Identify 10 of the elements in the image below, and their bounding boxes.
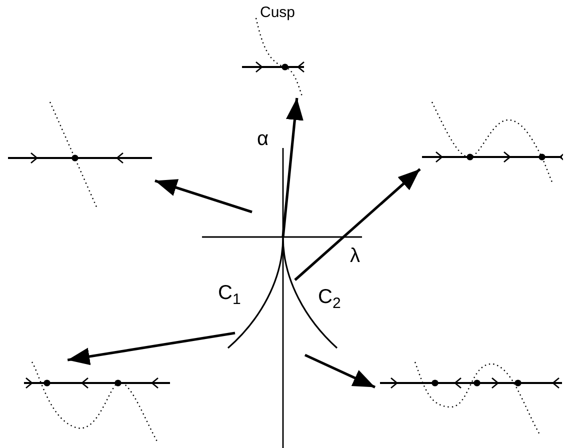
arrow: [154, 179, 252, 214]
axis-label: α: [257, 128, 269, 150]
arrow: [67, 332, 236, 366]
arrow: [282, 98, 304, 238]
axis-label: λ: [350, 245, 360, 267]
arrow: [304, 354, 376, 388]
arrow: [294, 168, 421, 281]
curve-label: C$_{1}$: [218, 282, 241, 310]
curve-label: C$_{2}$: [318, 286, 341, 314]
inset-title: Cusp: [260, 4, 296, 21]
